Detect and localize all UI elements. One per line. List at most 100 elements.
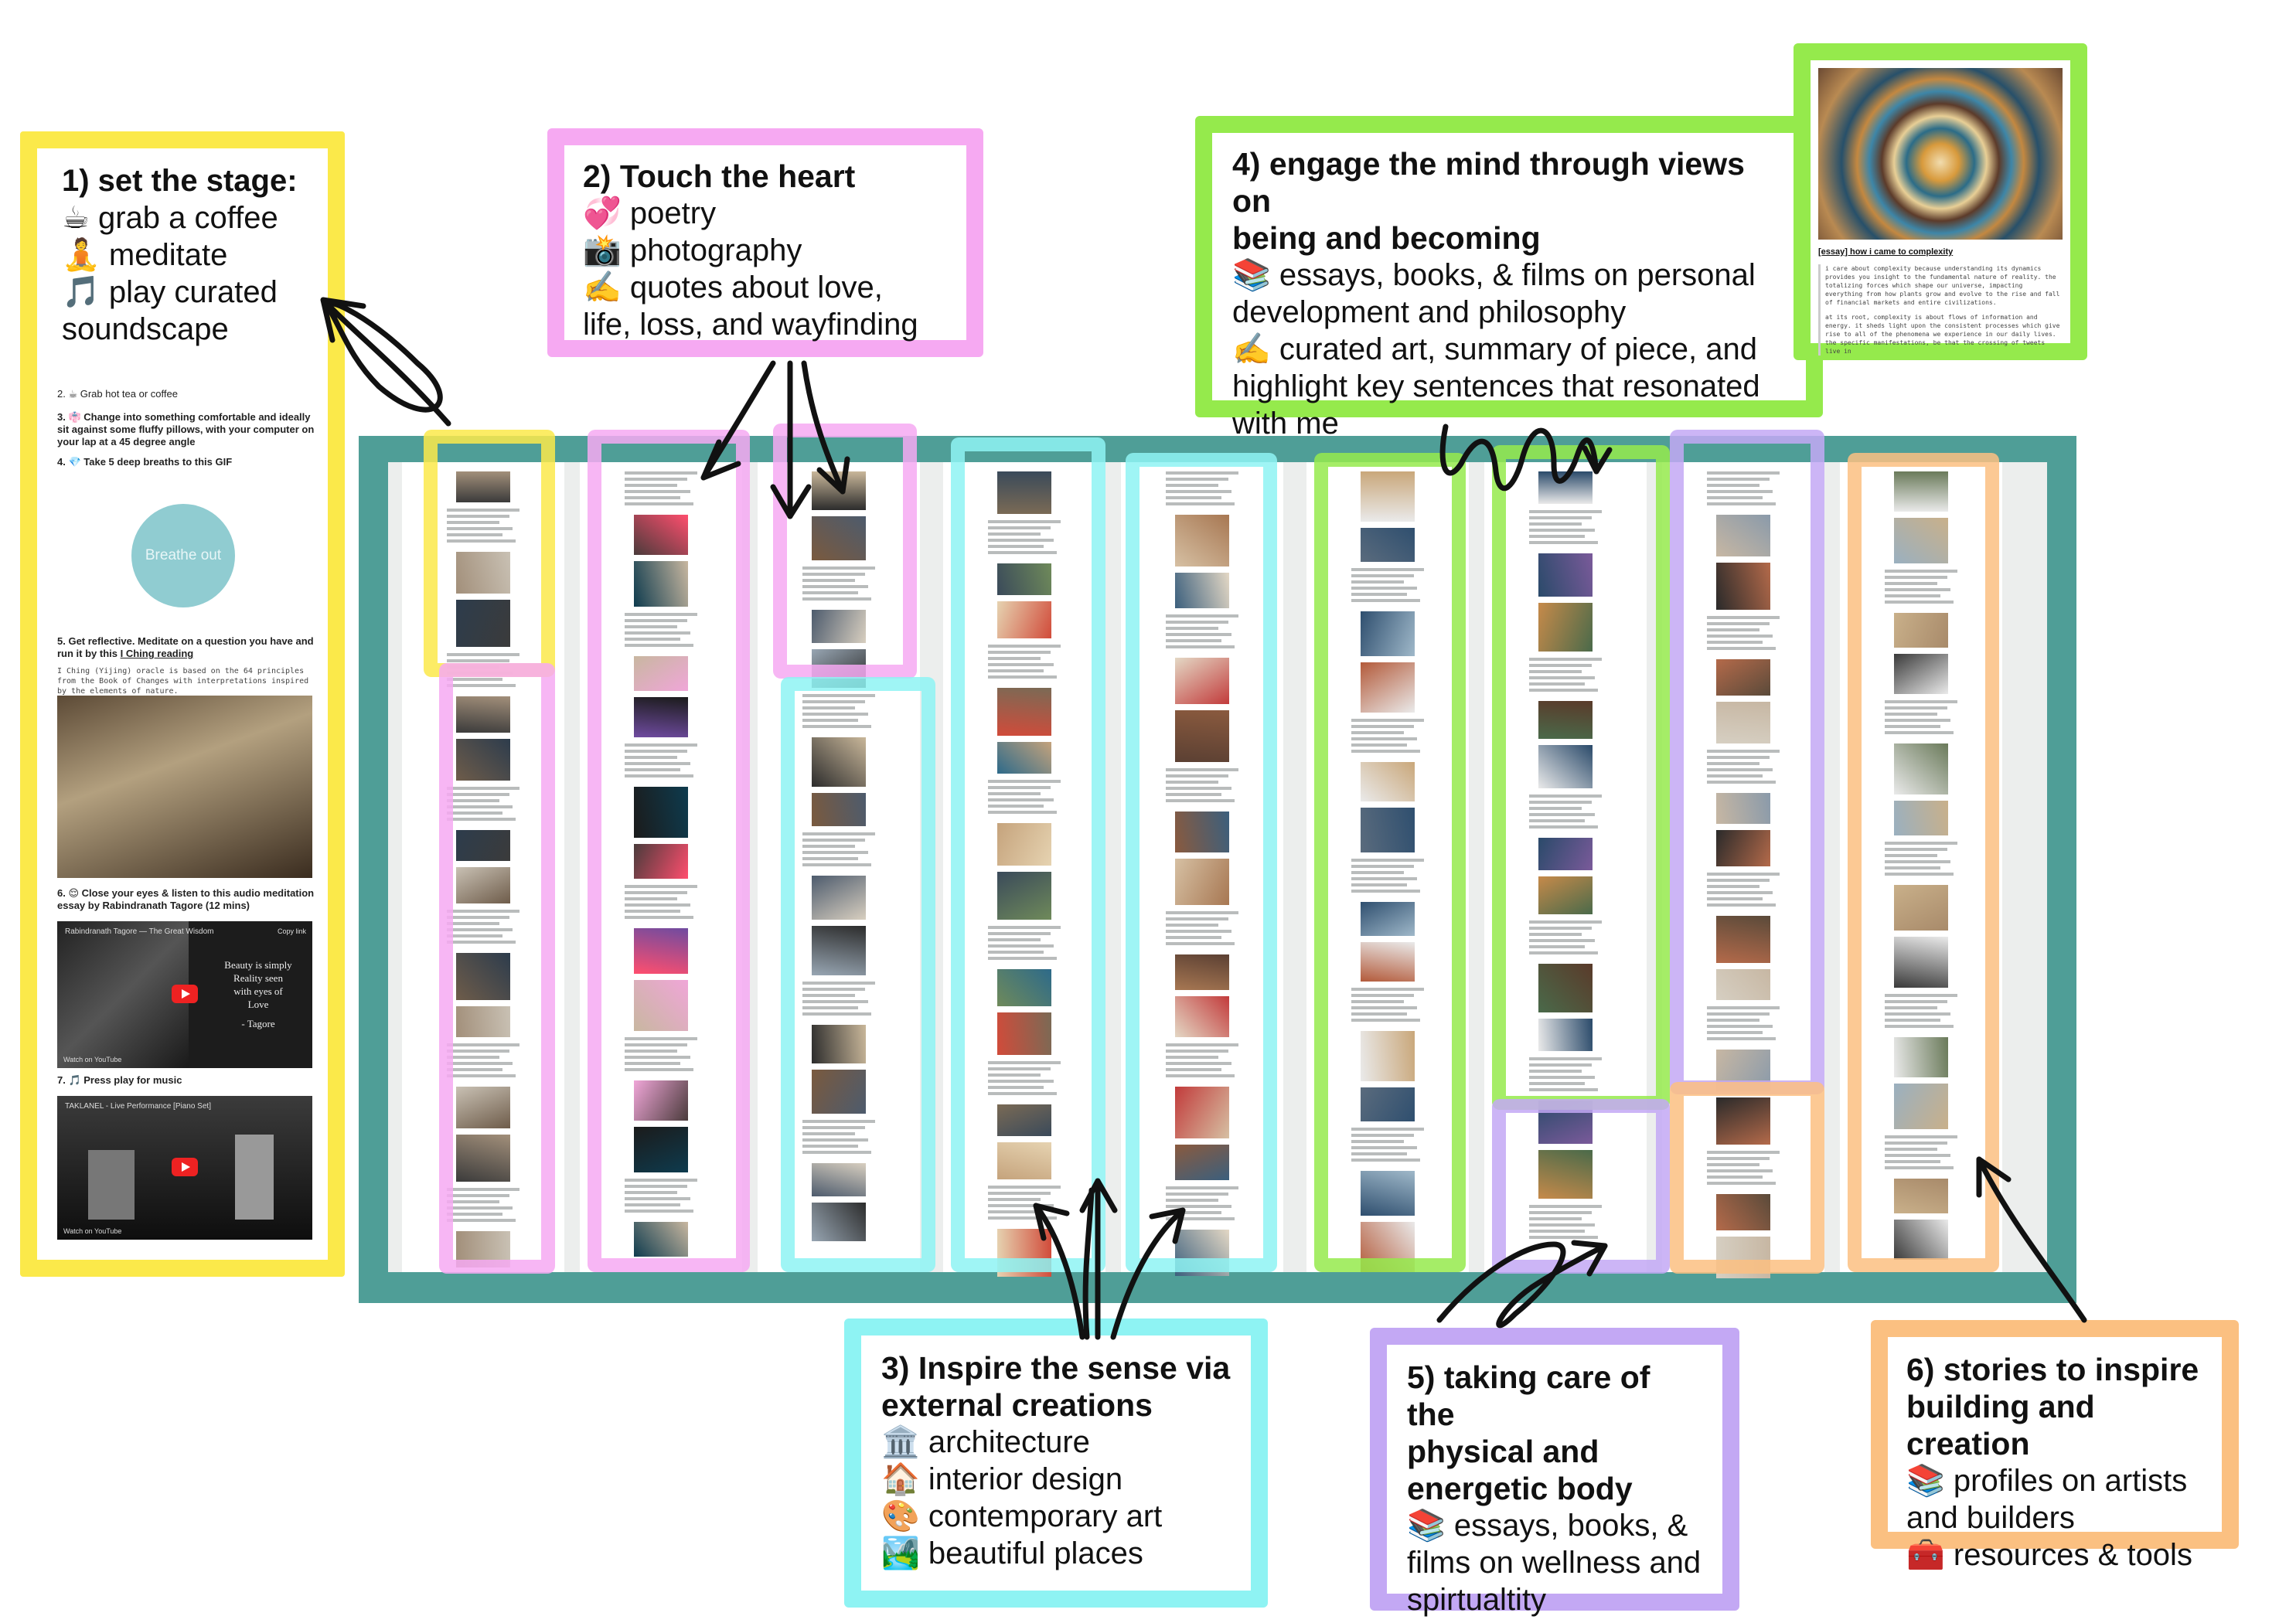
text-line <box>1351 731 1404 734</box>
text-line <box>1351 1128 1424 1131</box>
text-line <box>802 982 875 985</box>
page-thumbnail <box>1175 710 1229 762</box>
text-line <box>1351 1000 1404 1003</box>
callout-line: 📚 profiles on artists <box>1906 1464 2188 1498</box>
text-line <box>1351 1134 1414 1137</box>
page-thumbnail <box>1538 876 1593 914</box>
text-line <box>447 805 513 808</box>
text-line <box>1529 522 1582 526</box>
text-line <box>1707 496 1763 499</box>
text-line <box>802 851 868 854</box>
text-line <box>988 1204 1054 1207</box>
arrow-touch-heart-1 <box>700 360 776 481</box>
iching-link[interactable]: I Ching reading <box>120 648 194 659</box>
text-line <box>625 502 693 505</box>
step-5: 5. Get reflective. Meditate on a questio… <box>57 635 317 660</box>
text-line <box>447 521 499 524</box>
category-highlight <box>1492 1099 1670 1274</box>
text-line <box>1166 917 1228 920</box>
callout-title: energetic body <box>1407 1471 1633 1506</box>
callout-line: 🏛️ architecture <box>881 1425 1090 1459</box>
page-thumbnail <box>1175 996 1229 1037</box>
copy-link[interactable]: Copy link <box>277 927 306 935</box>
page-thumbnail <box>1361 762 1415 801</box>
text-line <box>1529 939 1595 942</box>
page-thumbnail <box>634 980 688 1031</box>
watch-on: Watch on YouTube <box>63 1056 121 1063</box>
text-line <box>1885 713 1937 716</box>
page-thumbnail <box>1361 611 1415 656</box>
text-line <box>988 932 1051 935</box>
text-line <box>1707 635 1773 638</box>
arrowhead <box>1582 445 1613 475</box>
callout-line: films on wellness and <box>1407 1546 1702 1580</box>
page-thumbnail <box>997 969 1051 1006</box>
callout-title: physical and <box>1407 1434 1599 1469</box>
text-line <box>1529 1057 1602 1060</box>
text-line <box>1529 670 1582 673</box>
text-line <box>988 926 1061 929</box>
play-icon[interactable] <box>172 985 198 1003</box>
text-line <box>1885 1142 1947 1145</box>
text-line <box>625 1197 690 1200</box>
text-line <box>802 857 858 860</box>
text-line <box>1529 689 1598 692</box>
text-line <box>625 478 687 481</box>
text-line <box>988 551 1057 554</box>
text-line <box>1885 570 1957 573</box>
essay-link[interactable]: [essay] how i came to complexity <box>1818 247 1954 257</box>
page-thumbnail <box>456 1135 510 1182</box>
arrow-set-the-stage <box>322 298 451 427</box>
page-thumbnail <box>1716 916 1770 963</box>
page-thumbnail <box>1894 937 1948 988</box>
text-line <box>1707 1169 1773 1172</box>
page-thumbnail <box>1894 1179 1948 1213</box>
text-line <box>1529 951 1598 954</box>
page-thumbnail <box>997 1142 1051 1179</box>
text-line <box>447 1074 516 1077</box>
callout-title: external creations <box>881 1387 1153 1423</box>
vintage-photo <box>57 696 312 878</box>
arrow-inspire-1 <box>1033 1203 1085 1340</box>
text-line <box>1166 799 1235 802</box>
text-line <box>447 1206 513 1210</box>
text-line <box>1885 994 1957 997</box>
page-thumbnail <box>634 561 688 607</box>
arrow-stories <box>1976 1156 2087 1323</box>
page-thumbnail <box>1538 838 1593 870</box>
text-line <box>1166 471 1238 475</box>
music-video[interactable]: TAKLANEL - Live Performance [Piano Set] … <box>57 1096 312 1240</box>
category-highlight <box>1848 453 1999 1272</box>
text-line <box>447 1188 519 1191</box>
tagore-video[interactable]: Rabindranath Tagore — The Great Wisdom C… <box>57 921 312 1068</box>
text-line <box>447 527 513 530</box>
text-line <box>1351 1146 1417 1149</box>
play-icon[interactable] <box>172 1158 198 1176</box>
text-line <box>1351 599 1420 602</box>
text-line <box>802 713 868 716</box>
page-thumbnail <box>456 830 510 861</box>
text-line <box>1529 945 1585 948</box>
essay-card: [essay] how i came to complexity i care … <box>1794 43 2087 360</box>
text-line <box>1707 897 1763 900</box>
text-line <box>802 832 875 835</box>
text-line <box>988 675 1057 679</box>
text-line <box>988 1198 1041 1201</box>
text-line <box>447 659 509 662</box>
callout-line: 📚 essays, books, & films on personal <box>1232 258 1756 292</box>
text-line <box>1166 930 1231 933</box>
text-line <box>802 839 865 842</box>
text-line <box>625 774 693 777</box>
text-line <box>1885 700 1957 703</box>
text-line <box>1707 1025 1773 1028</box>
text-line <box>1351 587 1417 590</box>
category-highlight <box>588 430 750 1272</box>
text-line <box>802 863 871 866</box>
text-line <box>988 1210 1044 1213</box>
text-line <box>988 951 1044 954</box>
callout-line: 📸 photography <box>583 233 802 267</box>
text-line <box>447 539 516 543</box>
text-line <box>988 651 1051 654</box>
text-line <box>625 1179 697 1182</box>
text-line <box>1885 1166 1954 1169</box>
